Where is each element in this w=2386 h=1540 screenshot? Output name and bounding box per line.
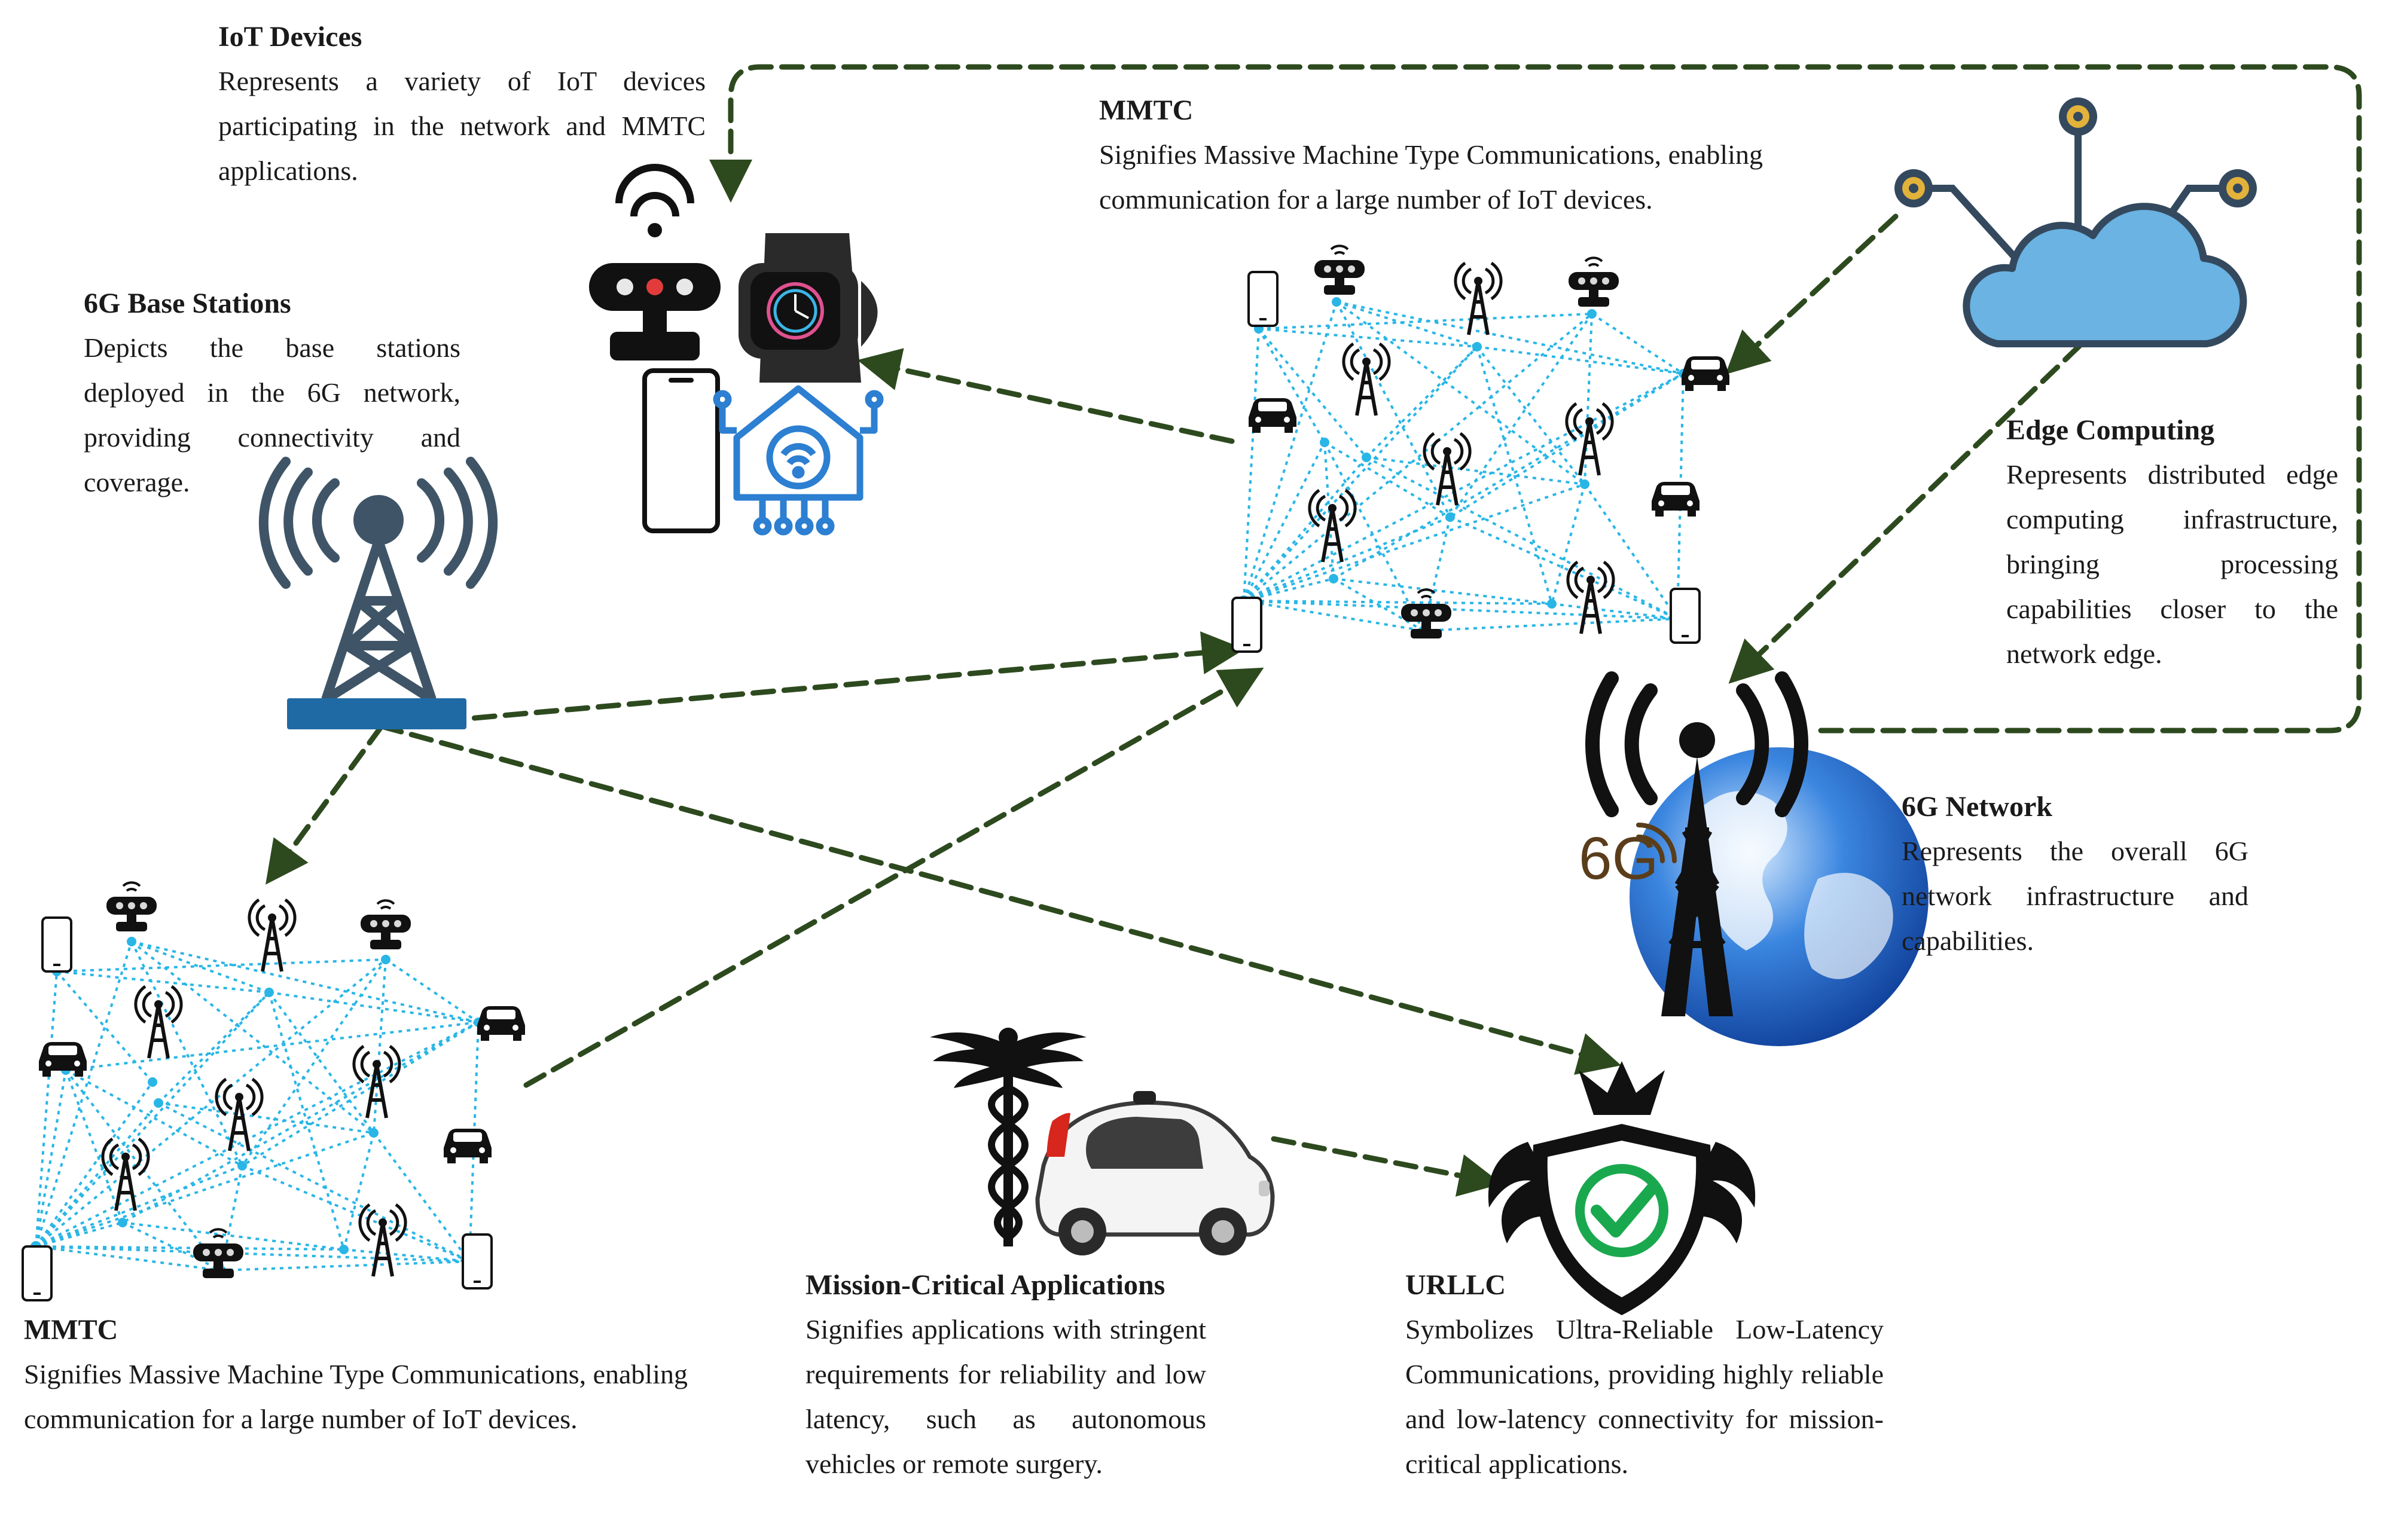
- phone-icon: [1231, 597, 1262, 653]
- mesh-nodes-bottom: [30, 937, 483, 1275]
- tower-icon: [1344, 344, 1389, 415]
- iot-devices-block: IoT Devices Represents a variety of IoT …: [218, 19, 706, 193]
- mission-critical-description: Signifies applications with stringent re…: [805, 1314, 1206, 1479]
- urllc-shield-icon: [1488, 1061, 1756, 1315]
- urllc-title: URLLC: [1405, 1269, 1506, 1301]
- camera-robot-icon: [1567, 256, 1620, 308]
- arrow-basestation-to-mmtc-bottom: [266, 723, 385, 885]
- edge-computing-description: Represents distributed edge computing in…: [2006, 459, 2338, 669]
- car-icon: [477, 1006, 525, 1041]
- tower-icon: [216, 1079, 262, 1151]
- smartwatch-icon: [739, 233, 878, 383]
- car-icon: [1682, 356, 1729, 391]
- base-station-tower-icon: [258, 457, 498, 729]
- arrow-basestation-to-urllc: [379, 723, 1622, 1075]
- car-icon: [1249, 398, 1296, 433]
- 6g-network-title: 6G Network: [1902, 791, 2052, 823]
- arrow-mmtc-bottom-to-mmtc-top: [523, 667, 1264, 1088]
- smart-home-icon: [713, 385, 884, 536]
- phone-icon: [22, 1245, 53, 1301]
- edge-computing-title: Edge Computing: [2006, 414, 2215, 446]
- edge-computing-block: Edge Computing Represents distributed ed…: [2006, 412, 2338, 676]
- mmtc-bottom-block: MMTC Signifies Massive Machine Type Comm…: [24, 1312, 718, 1441]
- car-icon: [444, 1129, 492, 1163]
- 6g-network-block: 6G Network Represents the overall 6G net…: [1902, 789, 2248, 963]
- phone-icon: [1670, 588, 1701, 644]
- mesh-devices-bottom: [22, 881, 525, 1301]
- mesh-links-bottom: [35, 940, 480, 1272]
- tower-icon: [1456, 263, 1501, 335]
- mission-critical-title: Mission-Critical Applications: [805, 1269, 1165, 1301]
- mmtc-top-block: MMTC Signifies Massive Machine Type Comm…: [1099, 93, 1781, 222]
- base-stations-title: 6G Base Stations: [84, 288, 291, 319]
- mmtc-top-title: MMTC: [1099, 94, 1194, 126]
- connector-arrows: [266, 64, 2362, 1197]
- phone-icon: [1247, 271, 1279, 327]
- wifi-camera-icon: [589, 164, 721, 360]
- mmtc-bottom-title: MMTC: [24, 1314, 118, 1346]
- camera-robot-icon: [1400, 588, 1453, 640]
- arrow-basestation-to-mmtc-top: [379, 631, 1245, 729]
- tower-icon: [249, 900, 295, 971]
- 6g-network-globe-icon: 6G: [1579, 671, 1929, 1046]
- arrow-cloud-to-6g-network: [1728, 343, 2083, 684]
- arrow-6g-network-to-iot-devices: [709, 64, 2362, 734]
- mmtc-bottom-description: Signifies Massive Machine Type Communica…: [24, 1359, 688, 1434]
- edge-cloud-icon: [1894, 97, 2257, 347]
- arrow-cloud-to-car: [1725, 213, 1899, 375]
- arrow-mission-critical-to-urllc: [1271, 1136, 1502, 1197]
- urllc-block: URLLC Symbolizes Ultra-Reliable Low-Late…: [1405, 1267, 1884, 1486]
- base-stations-block: 6G Base Stations Depicts the base statio…: [84, 286, 460, 505]
- phone-icon: [41, 916, 72, 973]
- camera-robot-icon: [105, 881, 158, 933]
- 6g-badge-label: 6G: [1579, 825, 1658, 892]
- phone-icon: [462, 1233, 493, 1290]
- mesh-devices-top: [1231, 245, 1729, 653]
- 6g-network-description: Represents the overall 6G network infras…: [1902, 836, 2248, 956]
- iot-devices-title: IoT Devices: [218, 21, 362, 53]
- mission-critical-block: Mission-Critical Applications Signifies …: [805, 1267, 1206, 1486]
- mmtc-top-description: Signifies Massive Machine Type Communica…: [1099, 139, 1763, 215]
- tower-icon: [354, 1046, 399, 1118]
- base-stations-description: Depicts the base stations deployed in th…: [84, 332, 460, 497]
- smartphone-icon: [642, 368, 720, 533]
- iot-devices-illustration: [589, 164, 884, 536]
- camera-robot-icon: [359, 899, 412, 951]
- arrow-mmtc-to-iot-devices: [857, 348, 1235, 444]
- mmtc-mesh-top: [1231, 245, 1729, 653]
- camera-robot-icon: [192, 1228, 245, 1279]
- iot-devices-description: Represents a variety of IoT devices part…: [218, 66, 706, 186]
- caduceus-icon: [930, 1028, 1087, 1246]
- mesh-links-top: [1243, 301, 1685, 632]
- urllc-description: Symbolizes Ultra-Reliable Low-Latency Co…: [1405, 1314, 1884, 1479]
- camera-robot-icon: [1313, 245, 1366, 296]
- car-icon: [1652, 482, 1700, 517]
- mmtc-mesh-bottom: [22, 881, 525, 1301]
- autonomous-car-icon: [1035, 1091, 1275, 1255]
